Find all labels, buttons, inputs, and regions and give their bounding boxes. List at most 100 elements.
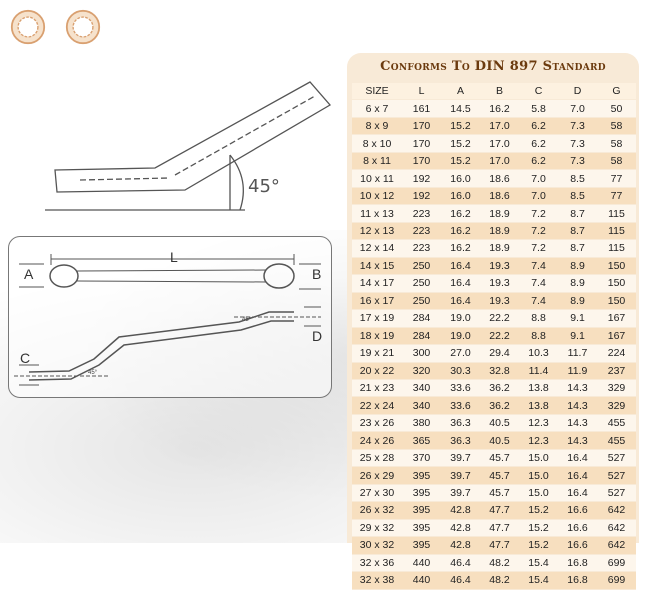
dimension-drawing	[14, 254, 321, 386]
table-cell: 42.8	[441, 501, 480, 520]
table-cell: 36.3	[441, 414, 480, 433]
table-cell: 7.0	[519, 187, 558, 206]
dimension-label-D: D	[312, 328, 323, 344]
table-cell: 32.8	[480, 362, 519, 380]
table-cell: 15.2	[519, 501, 558, 520]
twelve-point-socket-icon	[10, 9, 46, 45]
table-cell: 47.7	[480, 519, 519, 538]
table-cell: 16.2	[441, 239, 480, 258]
table-cell: 13.8	[519, 379, 558, 398]
table-cell: 17 x 19	[352, 309, 402, 328]
table-cell: 16.8	[558, 571, 597, 590]
table-cell: 395	[402, 536, 441, 555]
small-angle-label: 45°	[242, 317, 252, 323]
table-cell: 22 x 24	[352, 396, 402, 415]
table-cell: 224	[597, 344, 636, 363]
table-cell: 10 x 12	[352, 187, 402, 206]
table-cell: 39.7	[441, 449, 480, 468]
table-cell: 15.4	[519, 554, 558, 573]
table-cell: 42.8	[441, 519, 480, 538]
dimension-label-C: C	[20, 350, 31, 366]
table-cell: 20 x 22	[352, 362, 402, 380]
table-cell: 15.2	[519, 536, 558, 555]
table-cell: 26 x 32	[352, 501, 402, 520]
table-cell: 50	[597, 99, 636, 118]
table-cell: 7.3	[558, 117, 597, 136]
table-cell: 8.9	[558, 292, 597, 311]
table-cell: 16.6	[558, 519, 597, 538]
table-cell: 12 x 13	[352, 222, 402, 241]
table-cell: 18.6	[480, 169, 519, 188]
table-cell: 16.4	[441, 292, 480, 311]
table-cell: 642	[597, 536, 636, 555]
table-cell: 8.5	[558, 169, 597, 188]
table-cell: 8.5	[558, 187, 597, 206]
table-cell: 36.2	[480, 379, 519, 398]
table-cell: 36.3	[441, 431, 480, 450]
table-cell: 11.4	[519, 362, 558, 380]
dimension-label-B: B	[312, 266, 322, 282]
table-cell: 250	[402, 257, 441, 276]
header-d: D	[558, 83, 597, 101]
table-cell: 5.8	[519, 99, 558, 118]
header-b: B	[480, 83, 519, 101]
table-cell: 699	[597, 554, 636, 573]
table-cell: 45.7	[480, 449, 519, 468]
table-cell: 24 x 26	[352, 431, 402, 450]
table-cell: 8.7	[558, 222, 597, 241]
table-cell: 340	[402, 379, 441, 398]
table-cell: 30.3	[441, 362, 480, 380]
table-cell: 440	[402, 571, 441, 590]
table-cell: 6.2	[519, 152, 558, 171]
table-cell: 6.2	[519, 117, 558, 136]
table-cell: 21 x 23	[352, 379, 402, 398]
table-cell: 19.3	[480, 257, 519, 276]
table-cell: 19 x 21	[352, 344, 402, 363]
table-cell: 329	[597, 379, 636, 398]
table-cell: 14.3	[558, 396, 597, 415]
table-header-row: SIZE L A B C D G	[352, 83, 636, 101]
table-cell: 223	[402, 204, 441, 223]
table-cell: 77	[597, 169, 636, 188]
table-cell: 455	[597, 414, 636, 433]
table-cell: 45.7	[480, 484, 519, 503]
table-cell: 16.0	[441, 187, 480, 206]
table-cell: 16.0	[441, 169, 480, 188]
table-cell: 16.4	[441, 257, 480, 276]
table-cell: 14.3	[558, 414, 597, 433]
table-cell: 6 x 7	[352, 99, 402, 118]
table-cell: 115	[597, 204, 636, 223]
table-cell: 15.0	[519, 449, 558, 468]
table-cell: 15.2	[441, 134, 480, 153]
table-cell: 6.2	[519, 134, 558, 153]
table-cell: 33.6	[441, 379, 480, 398]
table-cell: 10.3	[519, 344, 558, 363]
table-cell: 29.4	[480, 344, 519, 363]
table-cell: 7.4	[519, 257, 558, 276]
dimension-diagram-panel	[8, 236, 332, 398]
table-cell: 167	[597, 327, 636, 346]
table-cell: 8 x 9	[352, 117, 402, 136]
table-cell: 47.7	[480, 536, 519, 555]
table-cell: 395	[402, 519, 441, 538]
table-cell: 365	[402, 431, 441, 450]
table-cell: 16.2	[441, 222, 480, 241]
table-cell: 8.9	[558, 274, 597, 293]
header-l: L	[402, 83, 441, 101]
table-cell: 7.4	[519, 274, 558, 293]
table-cell: 48.2	[480, 554, 519, 573]
header-c: C	[519, 83, 558, 101]
table-cell: 7.2	[519, 222, 558, 241]
table-cell: 329	[597, 396, 636, 415]
table-cell: 46.4	[441, 571, 480, 590]
